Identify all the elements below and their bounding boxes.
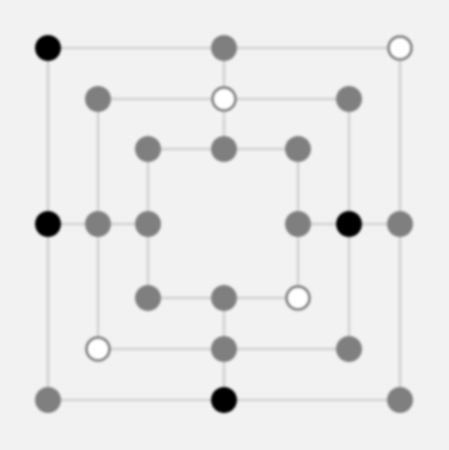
black-piece-f4[interactable] — [336, 211, 362, 237]
empty-point-d7[interactable] — [211, 35, 237, 61]
empty-point-f6[interactable] — [336, 86, 362, 112]
board-points — [35, 35, 413, 413]
empty-point-c3[interactable] — [135, 285, 161, 311]
black-piece-a4[interactable] — [35, 211, 61, 237]
empty-point-e5[interactable] — [285, 136, 311, 162]
empty-point-c4[interactable] — [135, 211, 161, 237]
white-piece-e3[interactable] — [285, 285, 311, 311]
white-piece-d6[interactable] — [211, 86, 237, 112]
white-piece-b2[interactable] — [85, 336, 111, 362]
empty-point-b4[interactable] — [85, 211, 111, 237]
empty-point-a1[interactable] — [35, 387, 61, 413]
empty-point-c5[interactable] — [135, 136, 161, 162]
empty-point-e4[interactable] — [285, 211, 311, 237]
board-ring-2 — [146, 147, 300, 300]
white-piece-g7[interactable] — [387, 35, 413, 61]
empty-point-b6[interactable] — [85, 86, 111, 112]
empty-point-g4[interactable] — [387, 211, 413, 237]
empty-point-d3[interactable] — [211, 285, 237, 311]
empty-point-f2[interactable] — [336, 336, 362, 362]
empty-point-d5[interactable] — [211, 136, 237, 162]
black-piece-a7[interactable] — [35, 35, 61, 61]
black-piece-d1[interactable] — [211, 387, 237, 413]
empty-point-d2[interactable] — [211, 336, 237, 362]
empty-point-g1[interactable] — [387, 387, 413, 413]
